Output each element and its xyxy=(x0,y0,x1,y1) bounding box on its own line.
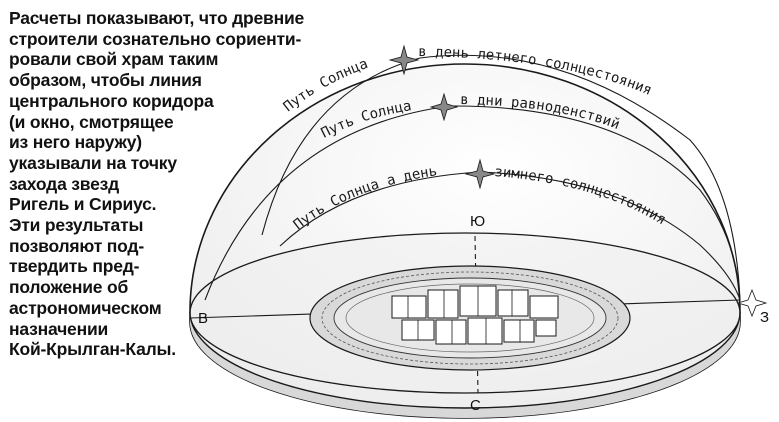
north-label: С xyxy=(470,397,481,414)
caption-line: ровали свой храм таким xyxy=(9,49,219,70)
caption-line: Ригель и Сириус. xyxy=(9,194,157,215)
south-label: Ю xyxy=(470,213,485,230)
temple-plan xyxy=(309,265,631,371)
caption-line: (и окно, смотрящее xyxy=(9,111,174,132)
star-icon xyxy=(388,44,420,76)
caption-text: Расчеты показывают, что древние строител… xyxy=(9,8,329,360)
caption-line: позволяют под- xyxy=(9,235,144,256)
caption-line: положение об xyxy=(9,277,129,298)
star-icon xyxy=(464,158,496,190)
dome-base-rim xyxy=(189,311,741,409)
caption-line: назначении xyxy=(9,318,109,339)
sun-icon xyxy=(736,288,768,318)
caption-line: Эти результаты xyxy=(9,215,144,236)
caption-line: твердить пред- xyxy=(9,256,140,277)
caption-line: строители сознательно сориенти- xyxy=(9,28,302,49)
star-icon xyxy=(429,92,459,122)
summer-solstice-arc xyxy=(261,54,741,301)
caption-line: центрального коридора xyxy=(9,90,214,111)
equinox-arc xyxy=(204,105,741,306)
caption-line: Кой-Крылган-Калы. xyxy=(9,339,176,360)
caption-line: Расчеты показывают, что древние xyxy=(9,8,305,28)
caption-line: из него наружу) xyxy=(9,132,142,153)
winter-solstice-arc xyxy=(279,171,741,301)
caption-line: указывали на точку xyxy=(9,152,177,173)
west-label: З xyxy=(760,309,769,326)
east-label: В xyxy=(198,310,208,327)
caption-line: захода звезд xyxy=(9,173,120,194)
caption-line: астрономическом xyxy=(9,297,162,318)
caption-line: образом, чтобы линия xyxy=(9,70,202,91)
